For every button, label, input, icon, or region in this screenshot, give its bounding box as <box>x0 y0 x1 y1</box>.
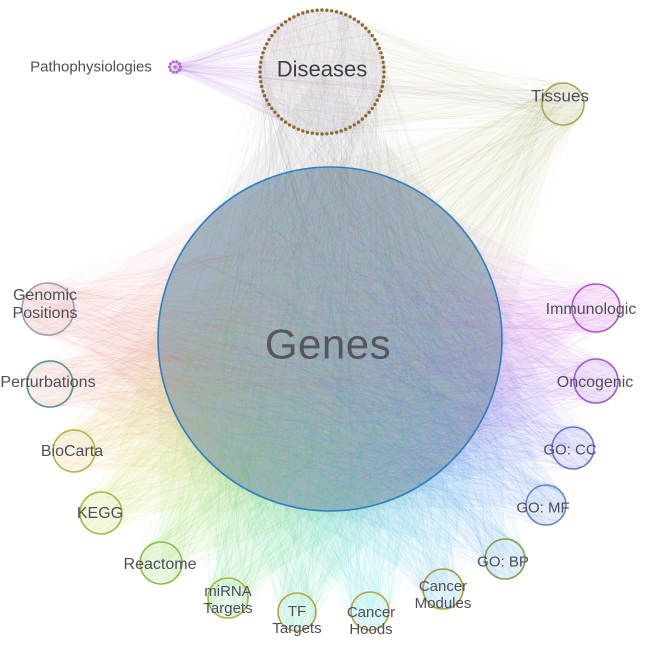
fan-tissues-to-genes <box>158 104 563 511</box>
node-mirna-targets[interactable] <box>207 577 249 619</box>
label-biocarta[interactable]: BioCarta <box>40 443 104 461</box>
node-go-mf[interactable] <box>525 484 567 526</box>
node-cancer-modules[interactable] <box>422 568 464 610</box>
label-mirna-targets[interactable]: miRNA Targets <box>203 583 253 617</box>
node-biocarta[interactable] <box>52 429 96 473</box>
node-genomic-positions[interactable] <box>21 282 75 336</box>
label-genes[interactable]: Genes <box>264 320 392 368</box>
node-oncogenic[interactable] <box>573 358 619 404</box>
node-perturbations[interactable] <box>26 360 74 408</box>
edges-cancer-modules-to-genes <box>164 197 495 610</box>
fan-kegg-to-genes <box>101 167 502 513</box>
label-go-mf[interactable]: GO: MF <box>516 499 570 517</box>
label-go-bp[interactable]: GO: BP <box>477 553 529 571</box>
fan-immunologic-to-genes <box>158 167 597 511</box>
label-kegg[interactable]: KEGG <box>76 505 124 523</box>
node-tissues[interactable] <box>541 82 585 126</box>
fan-mirna-targets-to-genes <box>158 167 502 598</box>
label-tf-targets[interactable]: TF Targets <box>272 603 322 637</box>
edges-go-bp-to-genes <box>165 181 526 580</box>
label-genomic-positions[interactable]: Genomic Positions <box>12 287 78 322</box>
node-tf-targets[interactable] <box>277 592 317 632</box>
diseases-interior-tint <box>260 10 384 134</box>
fan-go-mf-to-genes <box>158 167 546 511</box>
node-immunologic[interactable] <box>571 283 621 333</box>
label-go-cc[interactable]: GO: CC <box>543 441 597 459</box>
node-pathophysiologies[interactable] <box>167 60 183 74</box>
node-reactome[interactable] <box>139 541 183 585</box>
label-oncogenic[interactable]: Oncogenic <box>556 374 634 392</box>
fan-diseases-to-genes <box>158 72 502 511</box>
label-perturbations[interactable]: Perturbations <box>0 374 96 392</box>
label-pathophysiologies[interactable]: Pathophysiologies <box>30 58 152 76</box>
edges-cancer-hoods-to-genes <box>167 184 496 631</box>
edges-immunologic-to-genes <box>168 176 620 499</box>
edges-tf-targets-to-genes <box>169 176 487 632</box>
edges-kegg-to-genes <box>79 173 496 535</box>
node-genes[interactable] <box>157 166 503 512</box>
edges-oncogenic-to-genes <box>167 185 619 506</box>
fan-cancer-modules-to-genes <box>158 167 502 589</box>
genes-circle-tint <box>158 167 502 511</box>
node-go-bp[interactable] <box>484 538 526 580</box>
node-kegg[interactable] <box>79 491 123 535</box>
edges-reactome-to-genes <box>139 177 490 585</box>
edges-pathophysiologies-to-diseases <box>170 9 385 134</box>
fan-perturbations-to-genes <box>50 167 502 511</box>
fan-go-cc-to-genes <box>158 167 573 511</box>
fan-oncogenic-to-genes <box>158 167 596 511</box>
edges-tissues-to-genes <box>164 82 585 499</box>
fan-genomic-positions-to-genes <box>48 167 502 511</box>
edges-biocarta-to-genes <box>52 175 494 496</box>
edges-go-cc-to-genes <box>165 179 595 504</box>
node-go-cc[interactable] <box>551 426 595 470</box>
label-reactome[interactable]: Reactome <box>123 556 197 574</box>
node-cancer-hoods[interactable] <box>350 591 390 631</box>
fan-cancer-hoods-to-genes <box>158 167 502 611</box>
label-cancer-modules[interactable]: Cancer Modules <box>414 578 472 612</box>
fan-tf-targets-to-genes <box>158 167 502 612</box>
fan-pathophysiologies-to-diseases <box>175 10 384 135</box>
label-diseases[interactable]: Diseases <box>276 56 368 82</box>
edges-tissues-to-diseases <box>259 10 585 135</box>
label-immunologic[interactable]: Immunologic <box>545 301 637 319</box>
fan-tissues-to-diseases <box>260 10 563 134</box>
label-tissues[interactable]: Tissues <box>531 86 589 106</box>
label-cancer-hoods[interactable]: Cancer Hoods <box>346 604 396 638</box>
edges-genomic-positions-to-genes <box>21 176 493 497</box>
fan-reactome-to-genes <box>158 167 502 563</box>
fan-go-bp-to-genes <box>158 167 505 559</box>
edges-pathophysiologies-to-tissues <box>171 63 584 122</box>
edges-go-mf-to-genes <box>166 179 567 526</box>
edges-diseases-to-genes <box>167 9 493 497</box>
node-diseases[interactable] <box>258 8 386 136</box>
edges-mirna-targets-to-genes <box>174 176 494 619</box>
